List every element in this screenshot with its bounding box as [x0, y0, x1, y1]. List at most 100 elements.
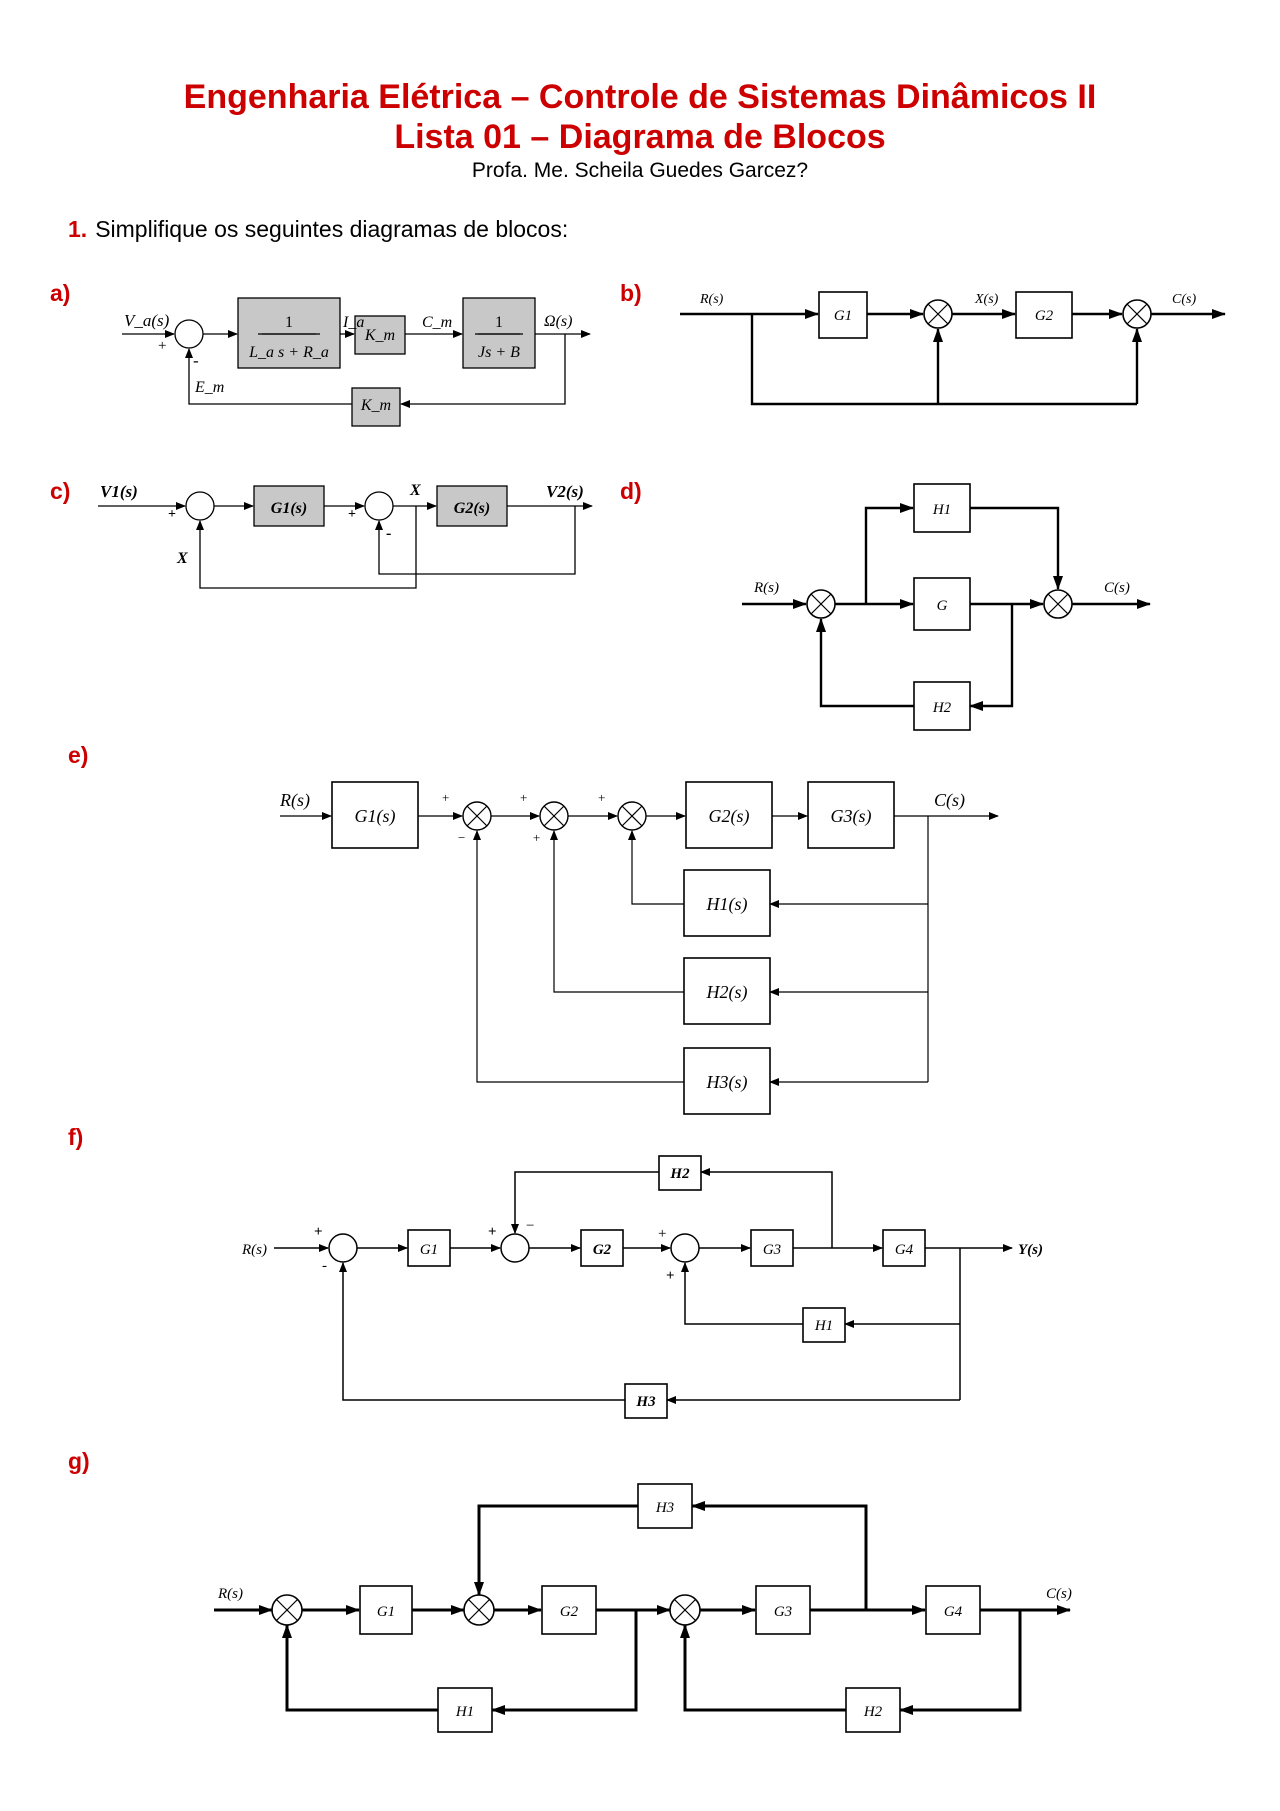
diagram-a-block3-den: Js + B — [478, 344, 520, 361]
label-d: d) — [620, 478, 642, 504]
label-g: g) — [68, 1448, 90, 1474]
diagram-a-block3-num: 1 — [495, 314, 503, 331]
diagram-g-g3: G3 — [774, 1604, 792, 1620]
diagram-f-plus-3a: + — [658, 1226, 666, 1242]
diagram-c-output: V2(s) — [546, 482, 584, 501]
diagram-e — [280, 781, 999, 1115]
diagram-c-block-g2 — [436, 485, 508, 527]
label-f: f) — [68, 1124, 84, 1150]
diagram-f-g3: G3 — [763, 1242, 781, 1258]
diagram-a-ia: I_a — [342, 314, 364, 331]
diagram-a-block-feedback — [351, 387, 401, 427]
diagram-a-block-km — [354, 315, 406, 355]
diagram-f-plus-3b: + — [666, 1268, 675, 1284]
diagram-b — [680, 291, 1226, 406]
diagram-d-h2: H2 — [932, 700, 952, 716]
diagram-g — [214, 1483, 1071, 1733]
diagram-g-h1: H1 — [455, 1704, 474, 1720]
diagram-g-g1: G1 — [377, 1604, 395, 1620]
diagram-b-output: C(s) — [1172, 292, 1196, 307]
diagram-c-plus-1: + — [168, 507, 176, 522]
diagram-b-input: R(s) — [699, 292, 724, 307]
diagram-d-g: G — [937, 598, 948, 614]
diagram-e-block-g2 — [685, 781, 773, 849]
diagram-c-plus-2: + — [348, 507, 356, 522]
diagram-e-output: C(s) — [934, 790, 965, 811]
diagram-f-minus-1: - — [322, 1258, 327, 1274]
diagram-c-sum-1 — [185, 491, 215, 521]
diagram-a-em: E_m — [194, 379, 224, 396]
diagram-f-block-h3 — [624, 1383, 668, 1419]
diagram-e-g1: G1(s) — [355, 806, 396, 827]
diagram-e-plus-3: + — [598, 790, 605, 805]
diagram-b-g1: G1 — [834, 308, 852, 324]
question-number: 1. — [68, 216, 88, 242]
diagram-e-h1: H1(s) — [706, 894, 748, 915]
diagram-f-g1: G1 — [420, 1242, 438, 1258]
diagram-c-sum-2 — [364, 491, 394, 521]
diagram-f-plus-1: + — [314, 1224, 323, 1240]
diagram-g-output: C(s) — [1046, 1586, 1072, 1602]
diagram-f-block-h1 — [802, 1307, 846, 1343]
question-text: Simplifique os seguintes diagramas de bl… — [95, 216, 569, 242]
diagram-a — [122, 297, 591, 427]
diagram-d-input: R(s) — [753, 580, 779, 596]
diagram-f-h2: H2 — [669, 1166, 690, 1182]
diagram-f-output: Y(s) — [1018, 1242, 1043, 1258]
diagram-a-cm: C_m — [422, 314, 452, 331]
diagram-b-g2: G2 — [1035, 308, 1054, 324]
diagram-a-km: K_m — [364, 327, 395, 344]
diagram-a-feedback-label: K_m — [360, 397, 391, 414]
diagram-a-block-1 — [237, 297, 341, 369]
diagram-c-g1: G1(s) — [271, 500, 307, 517]
label-b: b) — [620, 280, 642, 306]
diagram-d-h1: H1 — [932, 502, 951, 518]
diagram-e-plus-1: + — [442, 790, 449, 805]
label-e: e) — [68, 742, 89, 768]
diagram-e-block-h1 — [683, 869, 771, 937]
diagram-e-block-h2 — [683, 957, 771, 1025]
label-c: c) — [50, 478, 71, 504]
diagram-f-sum-2 — [500, 1233, 530, 1263]
diagram-e-input: R(s) — [279, 790, 310, 811]
diagram-a-minus: - — [193, 351, 199, 370]
diagram-g-h3: H3 — [655, 1500, 674, 1516]
diagram-e-h2: H2(s) — [706, 982, 748, 1003]
diagram-f-h3: H3 — [635, 1394, 656, 1410]
diagram-c-x-feedback: X — [176, 550, 188, 567]
diagram-f-g4: G4 — [895, 1242, 914, 1258]
diagram-a-block1-num: 1 — [285, 314, 293, 331]
diagram-e-plus-2a: + — [520, 790, 527, 805]
diagram-c-g2: G2(s) — [454, 500, 490, 517]
diagram-a-block1-den: L_a s + R_a — [248, 344, 329, 361]
diagram-g-g4: G4 — [944, 1604, 963, 1620]
diagram-a-plus: + — [158, 338, 166, 354]
diagram-f-input: R(s) — [241, 1242, 267, 1258]
diagram-e-g3: G3(s) — [831, 806, 872, 827]
diagram-f-g2: G2 — [593, 1242, 612, 1258]
diagram-f-sum-1 — [328, 1233, 358, 1263]
diagram-e-block-h3 — [683, 1047, 771, 1115]
diagram-g-g2: G2 — [560, 1604, 579, 1620]
diagram-e-block-g1 — [331, 781, 419, 849]
diagram-a-sum — [174, 319, 204, 349]
diagram-a-block-3 — [462, 297, 536, 369]
diagram-c-x: X — [409, 482, 421, 499]
diagram-g-input: R(s) — [217, 1586, 243, 1602]
diagram-a-input: V_a(s) — [124, 311, 170, 330]
diagram-c — [98, 485, 593, 589]
diagram-f — [274, 1155, 1013, 1419]
diagram-c-block-g1 — [253, 485, 325, 527]
document-subtitle: Lista 01 – Diagrama de Blocos — [394, 118, 886, 156]
diagram-e-plus-2b: + — [533, 830, 540, 845]
diagram-e-block-g3 — [807, 781, 895, 849]
diagram-g-h2: H2 — [863, 1704, 883, 1720]
diagram-d-output: C(s) — [1104, 580, 1130, 596]
diagram-d — [742, 483, 1151, 731]
diagram-f-block-h2 — [658, 1155, 702, 1191]
diagram-c-minus: - — [386, 525, 391, 542]
diagram-b-x: X(s) — [974, 292, 999, 307]
diagram-e-g2: G2(s) — [709, 806, 750, 827]
diagram-e-h3: H3(s) — [706, 1072, 748, 1093]
